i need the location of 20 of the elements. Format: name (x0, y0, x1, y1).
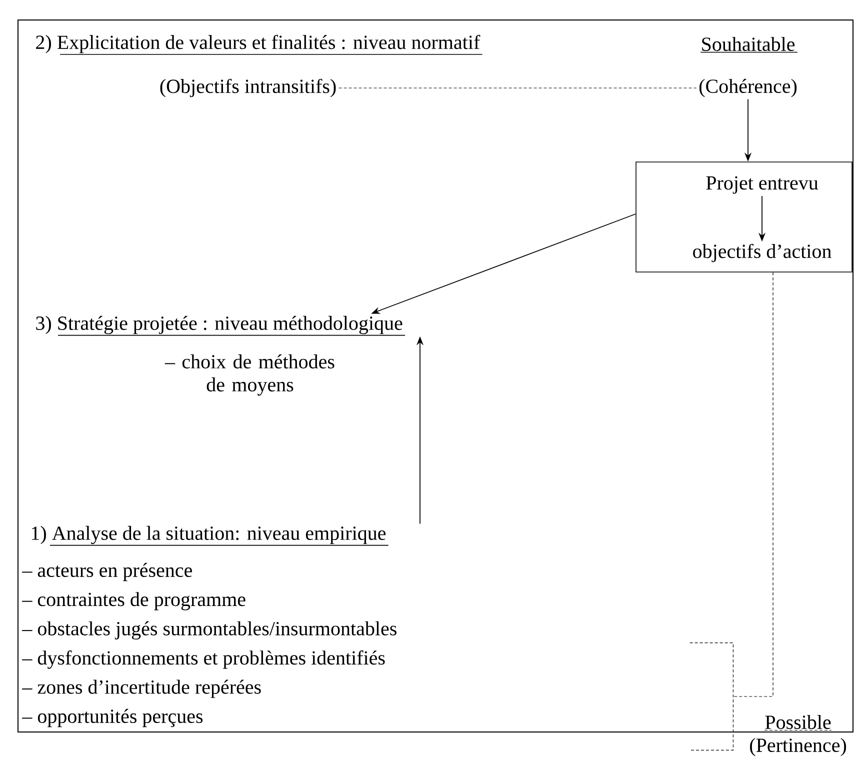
heading-text: 2) Explicitation de valeurs et finalités : niveau normatif (36, 34, 480, 54)
frame-box (636, 162, 852, 272)
list-item: – zones d’incertitude repérées (22, 680, 261, 698)
list-item: – contraintes de programme (22, 592, 246, 610)
box-text: objectifs d’action (693, 244, 832, 262)
list-item: – opportunités perçues (22, 708, 203, 728)
list-item: – acteurs en présence (22, 562, 192, 582)
label-text: Possible (765, 714, 831, 730)
bracket (690, 642, 734, 750)
box-text: Projet entrevu (706, 176, 818, 194)
list-item: – dysfonctionnements et problèmes identifiés (22, 650, 385, 669)
bracket-text: (Cohérence) (699, 78, 797, 98)
label-text: (Pertinence) (750, 738, 846, 756)
list-item: – choix de méthodes de moyens (164, 354, 334, 396)
heading-text: 3) Stratégie projetée : niveau méthodologique (36, 316, 406, 336)
bracket-text: (Objectifs intransitifs) (160, 78, 336, 98)
dashed-line (732, 272, 774, 697)
heading-text: 1) Analyse de la situation: niveau empirique (32, 526, 389, 546)
heading-text: Souhaitable (700, 36, 798, 53)
list-item: – obstacles jugés surmontables/insurmontables (22, 621, 396, 640)
